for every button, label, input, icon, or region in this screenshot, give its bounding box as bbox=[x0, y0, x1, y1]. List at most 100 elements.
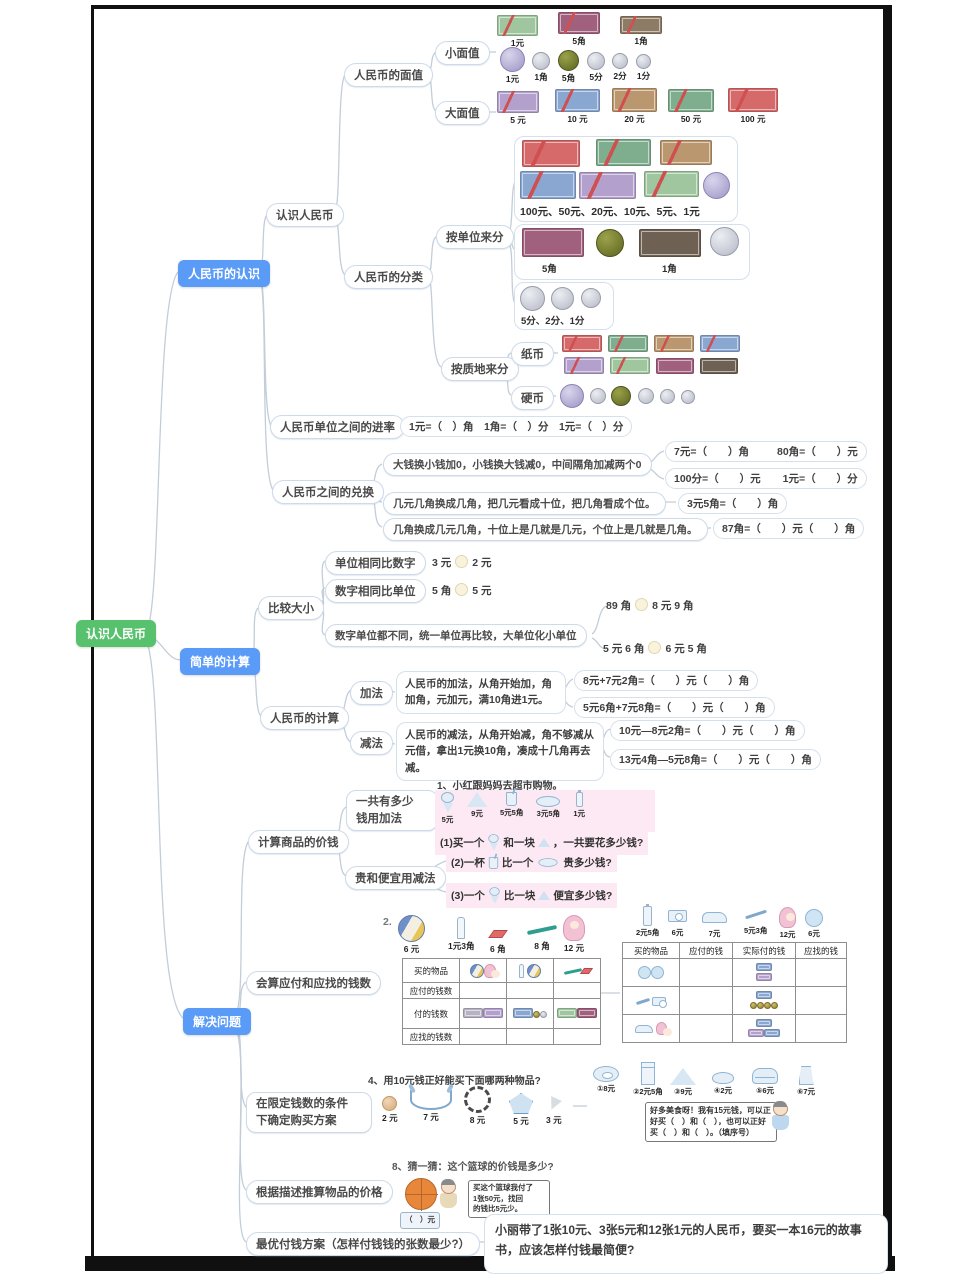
banknote-100yuan: 100 元 bbox=[728, 88, 778, 125]
jiao-caption-5: 5角 bbox=[542, 264, 557, 275]
water-bottle-icon: 1元 bbox=[573, 790, 585, 819]
coin-5fen-icon: 5分 bbox=[587, 52, 605, 83]
question-3: (3)一个比一块便宜多少钱? bbox=[446, 883, 618, 908]
row-label: 应找的钱数 bbox=[402, 1028, 460, 1045]
coin-1jiao-icon: 1角 bbox=[532, 52, 550, 83]
node-coin-money: 硬币 bbox=[511, 386, 554, 410]
boy-figure bbox=[440, 1179, 457, 1208]
node-pay-and-change: 会算应付和应找的钱数 bbox=[246, 971, 381, 995]
banknote-icon bbox=[748, 1028, 764, 1037]
banknote-5yuan: 5 元 bbox=[497, 91, 539, 126]
bought-items-cell bbox=[622, 986, 680, 1015]
coin-5jiao-icon bbox=[611, 386, 631, 406]
bought-items-cell bbox=[622, 958, 680, 987]
ball-icon bbox=[638, 966, 651, 979]
question-1: (1)买一个和一块，一共要花多少钱? bbox=[435, 830, 649, 855]
banknote-1jiao: 1角 bbox=[620, 16, 662, 47]
girl-speech-bubble: 好多美食呀！我有15元钱，可以正 好买（ ）和（ ），也可以正好 买（ ）和（ … bbox=[645, 1102, 777, 1142]
banknote-5jiao: 5角 bbox=[558, 12, 600, 47]
node-by-unit: 按单位来分 bbox=[436, 225, 514, 249]
node-addition: 加法 bbox=[350, 681, 393, 705]
node-infer-price: 根据描述推算物品的价格 bbox=[246, 1180, 393, 1204]
compare-circle-icon bbox=[635, 598, 649, 611]
subtraction-eq-1: 10元—8元2角=（ ）元（ ）角 bbox=[610, 720, 805, 741]
cake-slice-icon bbox=[538, 891, 551, 900]
beach-ball-icon: 6 元 bbox=[398, 915, 425, 955]
node-compare: 比较大小 bbox=[258, 596, 324, 620]
coin-icon bbox=[750, 1001, 757, 1009]
burger-icon: ⑤6元 bbox=[752, 1068, 778, 1096]
node-small-denomination: 小面值 bbox=[435, 41, 490, 65]
node-total-by-addition: 一共有多少钱用加法 bbox=[346, 790, 438, 832]
paid-money-cell bbox=[732, 1014, 796, 1043]
bread-icon: ④2元 bbox=[712, 1072, 734, 1096]
coin-5jiao-icon: 5角 bbox=[558, 50, 579, 84]
empty-cell bbox=[795, 1014, 847, 1043]
doll-icon: 12元 bbox=[779, 907, 796, 940]
banknote-icon bbox=[483, 1007, 503, 1018]
empty-cell bbox=[679, 1014, 733, 1043]
coin-2fen-icon bbox=[660, 389, 675, 404]
coin-1fen-icon bbox=[581, 288, 601, 308]
banknote-50yuan bbox=[596, 139, 651, 166]
node-rmb-calculation: 人民币的计算 bbox=[260, 706, 349, 730]
subtraction-rule: 人民币的减法，从角开始减，角不够减从元借，拿出1元换10角，凑成十几角再去减。 bbox=[396, 722, 604, 781]
banknote-icon bbox=[764, 1028, 780, 1037]
addition-eq-1: 8元+7元2角=（ ）元（ ）角 bbox=[574, 670, 759, 691]
coin-icon bbox=[757, 1001, 764, 1009]
basketball-icon bbox=[405, 1178, 438, 1211]
pay-change-table-left: 买的物品 应付的钱数 付的钱数 应找的钱数 bbox=[402, 958, 601, 1045]
exchange-rule-2: 几元几角换成几角，把几元看成十位，把几角看成个位。 bbox=[383, 492, 666, 515]
banknote-icon bbox=[463, 1007, 483, 1018]
banknote-20yuan: 20 元 bbox=[612, 88, 657, 125]
pen-icon bbox=[635, 997, 650, 1005]
eraser-icon: 6 角 bbox=[487, 930, 508, 955]
node-paper-money: 纸币 bbox=[511, 342, 554, 366]
doll-icon: 12 元 bbox=[563, 915, 585, 954]
rate-equation: 1元=（ ）角 1角=（ ）分 1元=（ ）分 bbox=[400, 416, 633, 437]
beach-ball-icon bbox=[526, 963, 541, 978]
compare-circle-icon bbox=[455, 555, 469, 568]
node-face-value: 人民币的面值 bbox=[344, 63, 433, 87]
pie-icon: 3元5角 bbox=[536, 792, 561, 819]
empty-cell bbox=[459, 982, 507, 999]
empty-cell bbox=[553, 1028, 601, 1045]
compare-rule-3: 数字单位都不同，统一单位再比较，大单位化小单位 bbox=[325, 624, 587, 647]
banknote-1yuan bbox=[610, 357, 650, 374]
banknote-icon bbox=[756, 962, 772, 971]
camera-icon bbox=[652, 996, 668, 1008]
question-2: (2)一杯比一个贵多少钱? bbox=[446, 853, 617, 872]
question-8: 8、猜一猜：这个篮球的价钱是多少? bbox=[392, 1162, 554, 1173]
pen-icon: 8 角 bbox=[526, 924, 558, 952]
frame-right bbox=[883, 5, 892, 1261]
yuan-notes-caption: 100元、50元、20元、10元、5元、1元 bbox=[520, 206, 700, 218]
compare-rule-2: 数字相同比单位 bbox=[325, 579, 426, 603]
ball-icon: 2 元 bbox=[382, 1096, 398, 1124]
branch-problem-solving: 解决问题 bbox=[183, 1008, 252, 1035]
branch-recognize-rmb: 人民币的认识 bbox=[178, 260, 271, 287]
shuttlecock-icon: 3 元 bbox=[545, 1096, 562, 1126]
frame-top bbox=[92, 5, 887, 9]
milk-carton-icon: ②2元5角 bbox=[633, 1062, 663, 1097]
empty-cell bbox=[795, 958, 847, 987]
compare-rule-1: 单位相同比数字 bbox=[325, 551, 426, 575]
problem2-number: 2. bbox=[383, 916, 392, 928]
banknote-5yuan bbox=[579, 172, 636, 199]
optimal-payment-problem: 小丽带了1张10元、3张5元和12张1元的人民币，要买一本16元的故事书，应该怎… bbox=[484, 1214, 888, 1274]
paid-money-cell bbox=[553, 998, 601, 1029]
node-large-denomination: 大面值 bbox=[435, 101, 490, 125]
coin-1yuan-icon bbox=[560, 384, 584, 408]
banknote-10yuan bbox=[520, 171, 576, 199]
coin-5fen-icon bbox=[520, 286, 545, 311]
banknote-icon bbox=[577, 1007, 597, 1018]
column-header: 应付的钱 bbox=[679, 942, 733, 959]
empty-cell bbox=[679, 986, 733, 1015]
cake-slice-icon bbox=[537, 838, 550, 847]
girl-figure bbox=[772, 1101, 789, 1130]
banknote-5jiao bbox=[656, 358, 694, 374]
